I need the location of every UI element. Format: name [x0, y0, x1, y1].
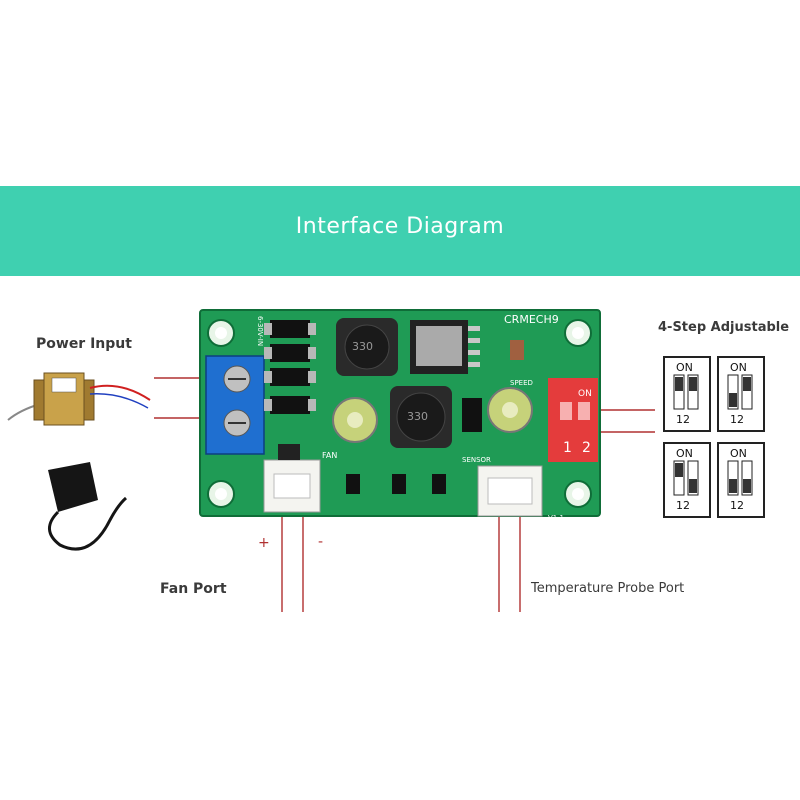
- dip-knob: [743, 479, 751, 493]
- v1-silk: V1.1: [548, 514, 564, 522]
- dip-on-label: ON: [730, 361, 747, 374]
- dip-setting-panel: ON 12: [663, 356, 711, 432]
- dip-on-label: ON: [676, 447, 693, 460]
- switch-on-silk: ON: [578, 389, 592, 399]
- fan-silk: FAN: [322, 451, 337, 460]
- dip-knob: [689, 377, 697, 391]
- power-adapter-image: [48, 462, 128, 551]
- dip-slot: [741, 374, 753, 410]
- side-silk: 6-30V-IN: [256, 316, 264, 346]
- dip-number-label: 12: [676, 413, 690, 426]
- fan-minus-symbol: -: [318, 534, 324, 550]
- dip-slot: [673, 374, 685, 410]
- temp-probe-port-label: Temperature Probe Port: [531, 581, 685, 596]
- pcb-board: CRMECH9 330 330 FAN SENSOR SPEED V1.1 6-…: [199, 309, 601, 522]
- dip-knob: [689, 479, 697, 493]
- dip-knob: [675, 377, 683, 391]
- dip-knob: [743, 377, 751, 391]
- dip-slot: [687, 374, 699, 410]
- dip-setting-panel: ON 12: [717, 442, 765, 518]
- fan-plus-symbol: +: [258, 535, 270, 551]
- switch-2-silk: 2: [582, 440, 591, 456]
- dip-on-label: ON: [730, 447, 747, 460]
- dip-knob: [729, 479, 737, 493]
- dip-number-label: 12: [730, 413, 744, 426]
- sensor-silk: SENSOR: [462, 456, 491, 464]
- dip-number-label: 12: [676, 499, 690, 512]
- brand-silk: CRMECH9: [504, 313, 559, 326]
- dip-knob: [729, 393, 737, 407]
- dip-number-label: 12: [730, 499, 744, 512]
- dip-setting-panel: ON 12: [663, 442, 711, 518]
- dip-on-label: ON: [676, 361, 693, 374]
- dip-setting-panel: ON 12: [717, 356, 765, 432]
- inductor-2-text: 330: [407, 410, 428, 423]
- dip-slot: [727, 460, 739, 496]
- inductor-1-text: 330: [352, 340, 373, 353]
- dip-slot: [727, 374, 739, 410]
- speed-silk: SPEED: [510, 379, 533, 387]
- switch-1-silk: 1: [563, 440, 572, 456]
- dip-slot: [741, 460, 753, 496]
- banner-title: Interface Diagram: [295, 214, 505, 239]
- title-banner: [0, 186, 800, 276]
- dip-slot: [673, 460, 685, 496]
- transformer-image: [7, 372, 151, 426]
- leader-lines: [154, 377, 655, 612]
- power-input-label: Power Input: [36, 336, 132, 352]
- four-step-label: 4-Step Adjustable: [658, 320, 790, 335]
- fan-port-label: Fan Port: [160, 581, 227, 597]
- dip-knob: [675, 463, 683, 477]
- dip-slot: [687, 460, 699, 496]
- capacitors: [332, 387, 533, 443]
